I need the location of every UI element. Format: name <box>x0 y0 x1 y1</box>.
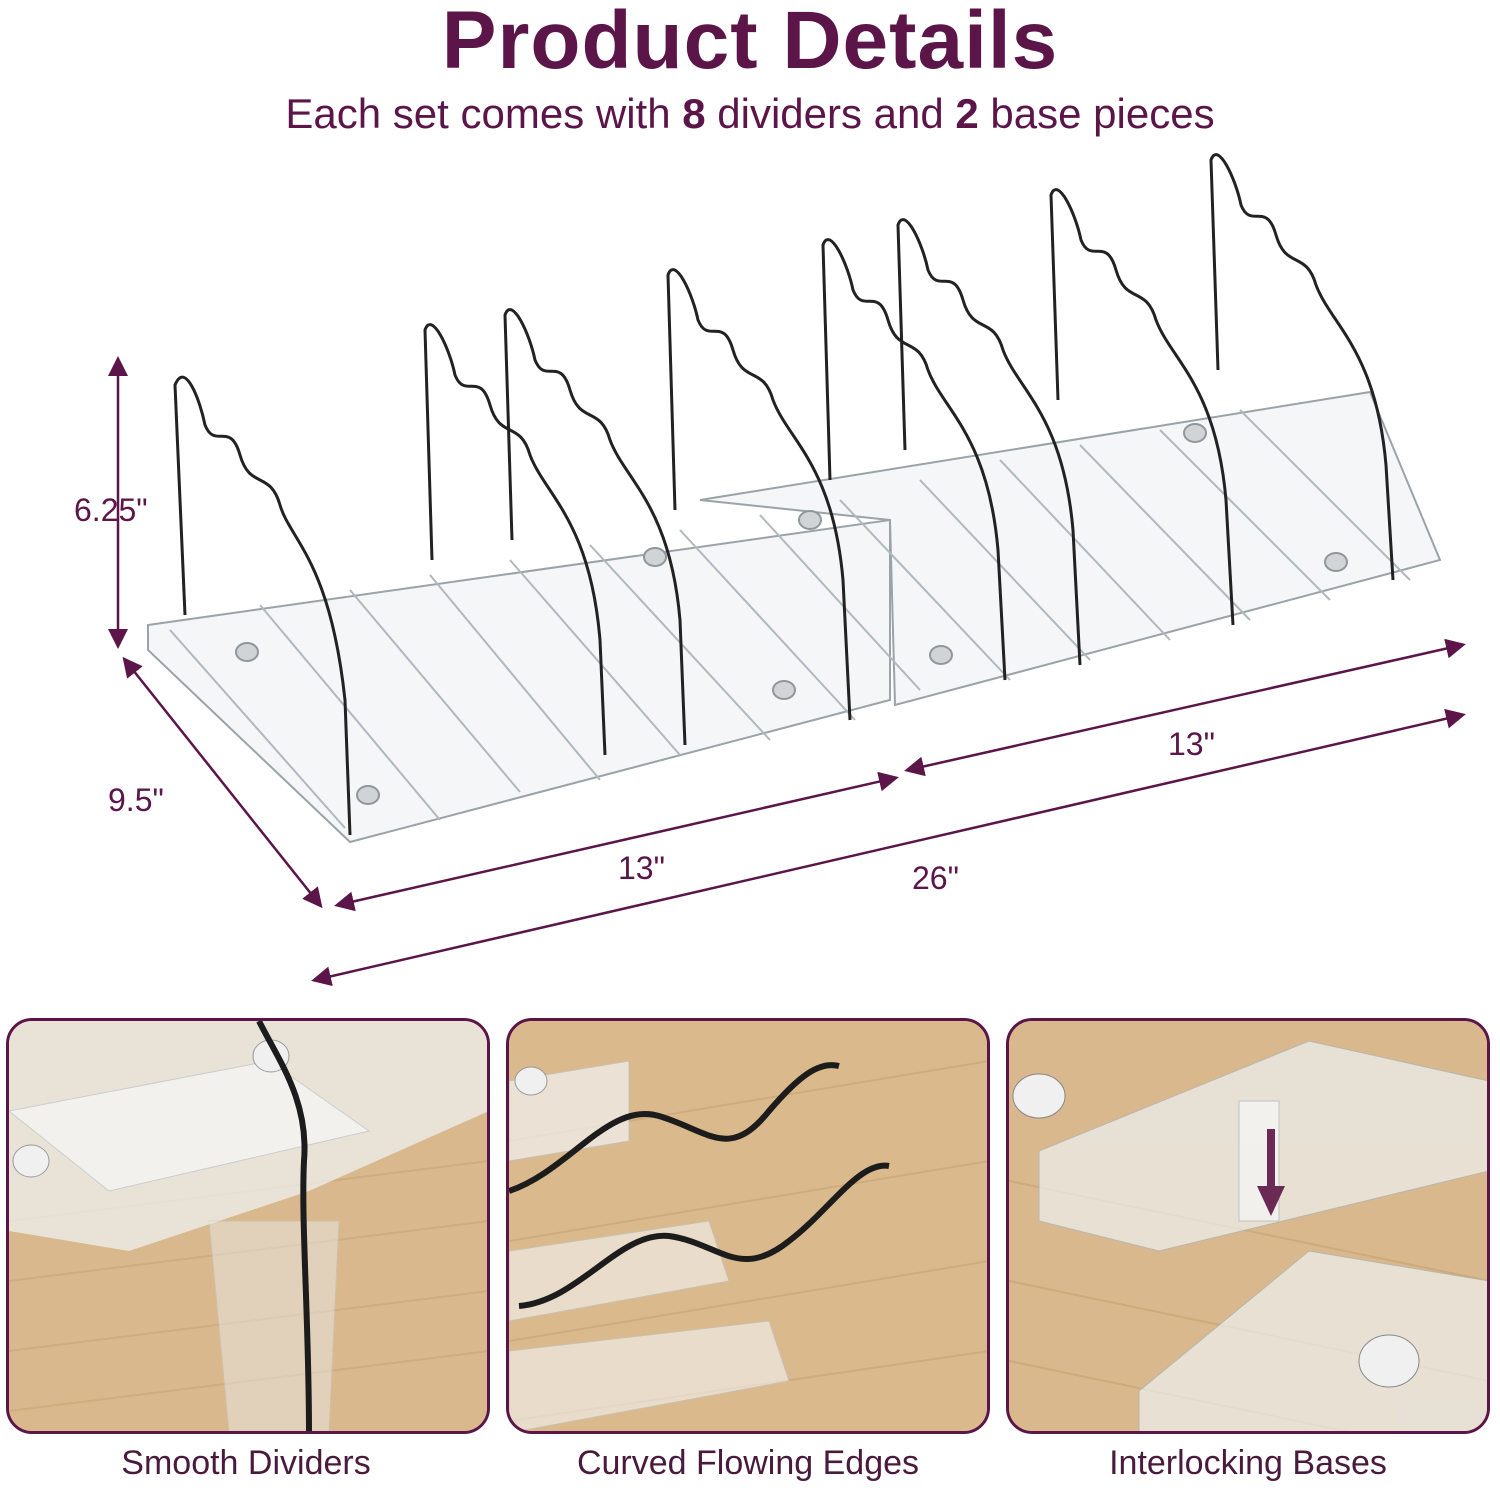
base-length-label-1: 13" <box>618 850 665 886</box>
base-length-label-2: 13" <box>1168 726 1215 762</box>
total-length-label: 26" <box>912 860 959 896</box>
panel-curved-edges <box>506 1018 990 1434</box>
panel-interlocking-bases <box>1006 1018 1490 1434</box>
page-title: Product Details <box>441 0 1059 86</box>
interlocking-bases-image <box>1009 1021 1487 1431</box>
smooth-dividers-image <box>9 1021 487 1431</box>
caption-curved-edges: Curved Flowing Edges <box>576 1444 920 1482</box>
subtitle-mid: dividers and <box>705 90 956 137</box>
subtitle-post: base pieces <box>978 90 1215 137</box>
curved-edges-image <box>509 1021 987 1431</box>
divider-count: 8 <box>682 90 706 137</box>
depth-label: 9.5" <box>108 782 164 818</box>
panel-smooth-dividers <box>6 1018 490 1434</box>
height-label: 6.25" <box>74 492 148 528</box>
page-subtitle: Each set comes with 8 dividers and 2 bas… <box>0 90 1500 138</box>
caption-smooth-dividers: Smooth Dividers <box>121 1444 371 1482</box>
base-count: 2 <box>955 90 979 137</box>
product-diagram <box>108 153 1466 987</box>
caption-interlocking-bases: Interlocking Bases <box>1109 1444 1387 1482</box>
subtitle-pre: Each set comes with <box>285 90 683 137</box>
base-plate-right <box>699 390 1442 707</box>
